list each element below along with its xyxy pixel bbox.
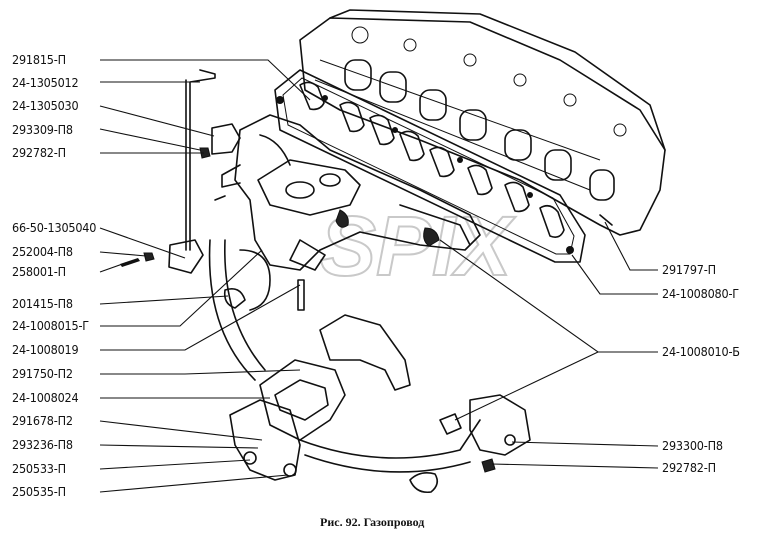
label-66-50-1305040: 66-50-1305040 xyxy=(12,220,96,235)
label-291750-p2: 291750-П2 xyxy=(12,366,73,381)
label-24-1305012: 24-1305012 xyxy=(12,75,78,90)
small-components xyxy=(120,69,305,311)
manifold-gasket xyxy=(274,69,586,263)
leader-lines-right xyxy=(439,221,659,469)
label-24-1008024: 24-1008024 xyxy=(12,390,78,405)
label-292782-p-right: 292782-П xyxy=(662,460,716,475)
labels-right: 291797-П 24-1008080-Г 24-1008010-Б 29330… xyxy=(662,262,740,475)
label-292782-p: 292782-П xyxy=(12,145,66,160)
label-24-1305030: 24-1305030 xyxy=(12,98,78,113)
exhaust-manifold xyxy=(221,114,481,271)
exhaust-pipe-lower xyxy=(208,239,531,494)
label-24-1008015-g: 24-1008015-Г xyxy=(12,318,89,333)
cylinder-head xyxy=(299,9,666,236)
label-291678-p2: 291678-П2 xyxy=(12,413,73,428)
label-24-1008010-b: 24-1008010-Б xyxy=(662,344,740,359)
label-250535-p: 250535-П xyxy=(12,484,66,499)
label-250533-p: 250533-П xyxy=(12,461,66,476)
label-24-1008080-g: 24-1008080-Г xyxy=(662,286,739,301)
label-293300-p8: 293300-П8 xyxy=(662,438,723,453)
watermark: SPIX xyxy=(320,199,516,293)
leader-lines-left xyxy=(99,59,311,493)
labels-left: 291815-П 24-1305012 24-1305030 293309-П8… xyxy=(12,52,96,499)
label-293236-p8: 293236-П8 xyxy=(12,437,73,452)
label-24-1008019: 24-1008019 xyxy=(12,342,78,357)
figure-caption: Рис. 92. Газопровод xyxy=(320,515,424,529)
label-291815-p: 291815-П xyxy=(12,52,66,67)
label-258001-p: 258001-П xyxy=(12,264,66,279)
label-293309-p8: 293309-П8 xyxy=(12,122,73,137)
label-201415-p8: 201415-П8 xyxy=(12,296,73,311)
label-252004-p8: 252004-П8 xyxy=(12,244,73,259)
label-291797-p: 291797-П xyxy=(662,262,716,277)
